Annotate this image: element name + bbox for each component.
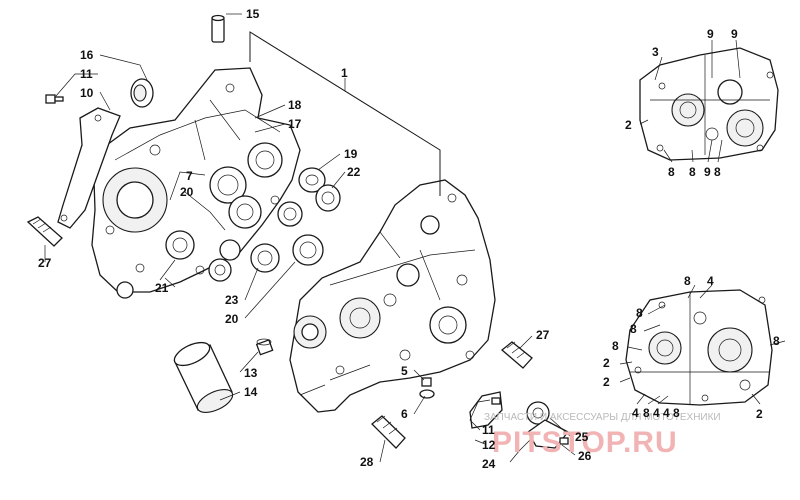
callout-6: 6: [401, 407, 408, 421]
oil-filter-14: [173, 341, 234, 413]
leader-lines: [44, 13, 786, 463]
callout-8-j: 8: [673, 406, 680, 420]
callout-24: 24: [482, 457, 496, 471]
seal-16: [130, 78, 154, 108]
drain-plug-27-right: [500, 341, 533, 369]
callout-8-c: 8: [714, 165, 721, 179]
callout-3: 3: [652, 45, 659, 59]
callout-8-f: 8: [630, 322, 637, 336]
callout-12: 12: [482, 438, 496, 452]
bearing-19: [298, 167, 326, 193]
callout-21: 21: [155, 281, 169, 295]
seal-21: [208, 258, 232, 282]
bearing-23: [250, 243, 280, 273]
bearing-20-lower: [292, 234, 324, 266]
screw-5: [421, 377, 432, 387]
callout-14: 14: [244, 385, 258, 399]
bearing-20-upper: [277, 201, 303, 227]
callout-8-e: 8: [636, 306, 643, 320]
callout-8-a: 8: [668, 165, 675, 179]
callout-13: 13: [244, 366, 258, 380]
callout-4-a: 4: [707, 274, 714, 288]
bracket-plate-10: [57, 107, 121, 229]
callout-7: 7: [186, 169, 193, 183]
drain-plug-27-left: [26, 216, 63, 247]
bolt-11-left: [45, 94, 64, 104]
fitting-13: [255, 338, 274, 356]
callout-4-d: 4: [663, 406, 670, 420]
right-crankcase-half: [289, 179, 496, 413]
callout-2-lower-a: 2: [603, 356, 610, 370]
bearing-22: [315, 184, 341, 212]
callout-25: 25: [575, 430, 589, 444]
callout-4-b: 4: [632, 406, 639, 420]
callout-9-b: 9: [731, 27, 738, 41]
watermark-caption: ЗАПЧАСТИ И АКСЕССУАРЫ ДЛЯ МОТОТЕХНИКИ: [484, 412, 721, 423]
watermark-brand: PITSTOP.RU: [492, 426, 678, 459]
callout-18: 18: [288, 98, 302, 112]
callout-4-c: 4: [653, 406, 660, 420]
callout-8-d: 8: [684, 274, 691, 288]
callout-19: 19: [344, 147, 358, 161]
callout-2-upper: 2: [625, 118, 632, 132]
callout-20-left: 20: [180, 185, 194, 199]
callout-17: 17: [288, 117, 302, 131]
callout-2-lower-b: 2: [603, 375, 610, 389]
cover-plate-12: [469, 391, 503, 429]
callout-10: 10: [80, 86, 94, 100]
callout-27-right: 27: [536, 328, 550, 342]
callout-22: 22: [347, 165, 361, 179]
callout-8-h: 8: [773, 334, 780, 348]
callout-9-a: 9: [707, 27, 714, 41]
inset-case-upper: [639, 47, 779, 161]
inset-case-lower: [625, 289, 773, 406]
callout-28: 28: [360, 455, 374, 469]
bolt-26: [559, 437, 569, 445]
callout-1: 1: [341, 66, 348, 80]
seal-25: [526, 401, 550, 425]
callout-23: 23: [225, 293, 239, 307]
callout-8-i: 8: [643, 406, 650, 420]
callout-15: 15: [246, 7, 260, 21]
drain-plug-28: [371, 415, 406, 449]
callout-11-left: 11: [80, 67, 93, 81]
left-crankcase-half: [91, 67, 301, 299]
callout-16: 16: [80, 48, 94, 62]
callout-2-lower-c: 2: [756, 407, 763, 421]
callout-8-g: 8: [612, 339, 619, 353]
callout-5: 5: [401, 364, 408, 378]
callout-27-left: 27: [38, 256, 52, 270]
callout-26: 26: [578, 449, 592, 463]
assembly-bracket-1: [249, 31, 441, 196]
callout-8-b: 8: [689, 165, 696, 179]
callout-9-c: 9: [704, 165, 711, 179]
dowel-pin-15: [211, 14, 225, 43]
callout-20-center: 20: [225, 312, 239, 326]
washer-6: [419, 389, 435, 399]
callout-11-right: 11: [482, 423, 495, 437]
